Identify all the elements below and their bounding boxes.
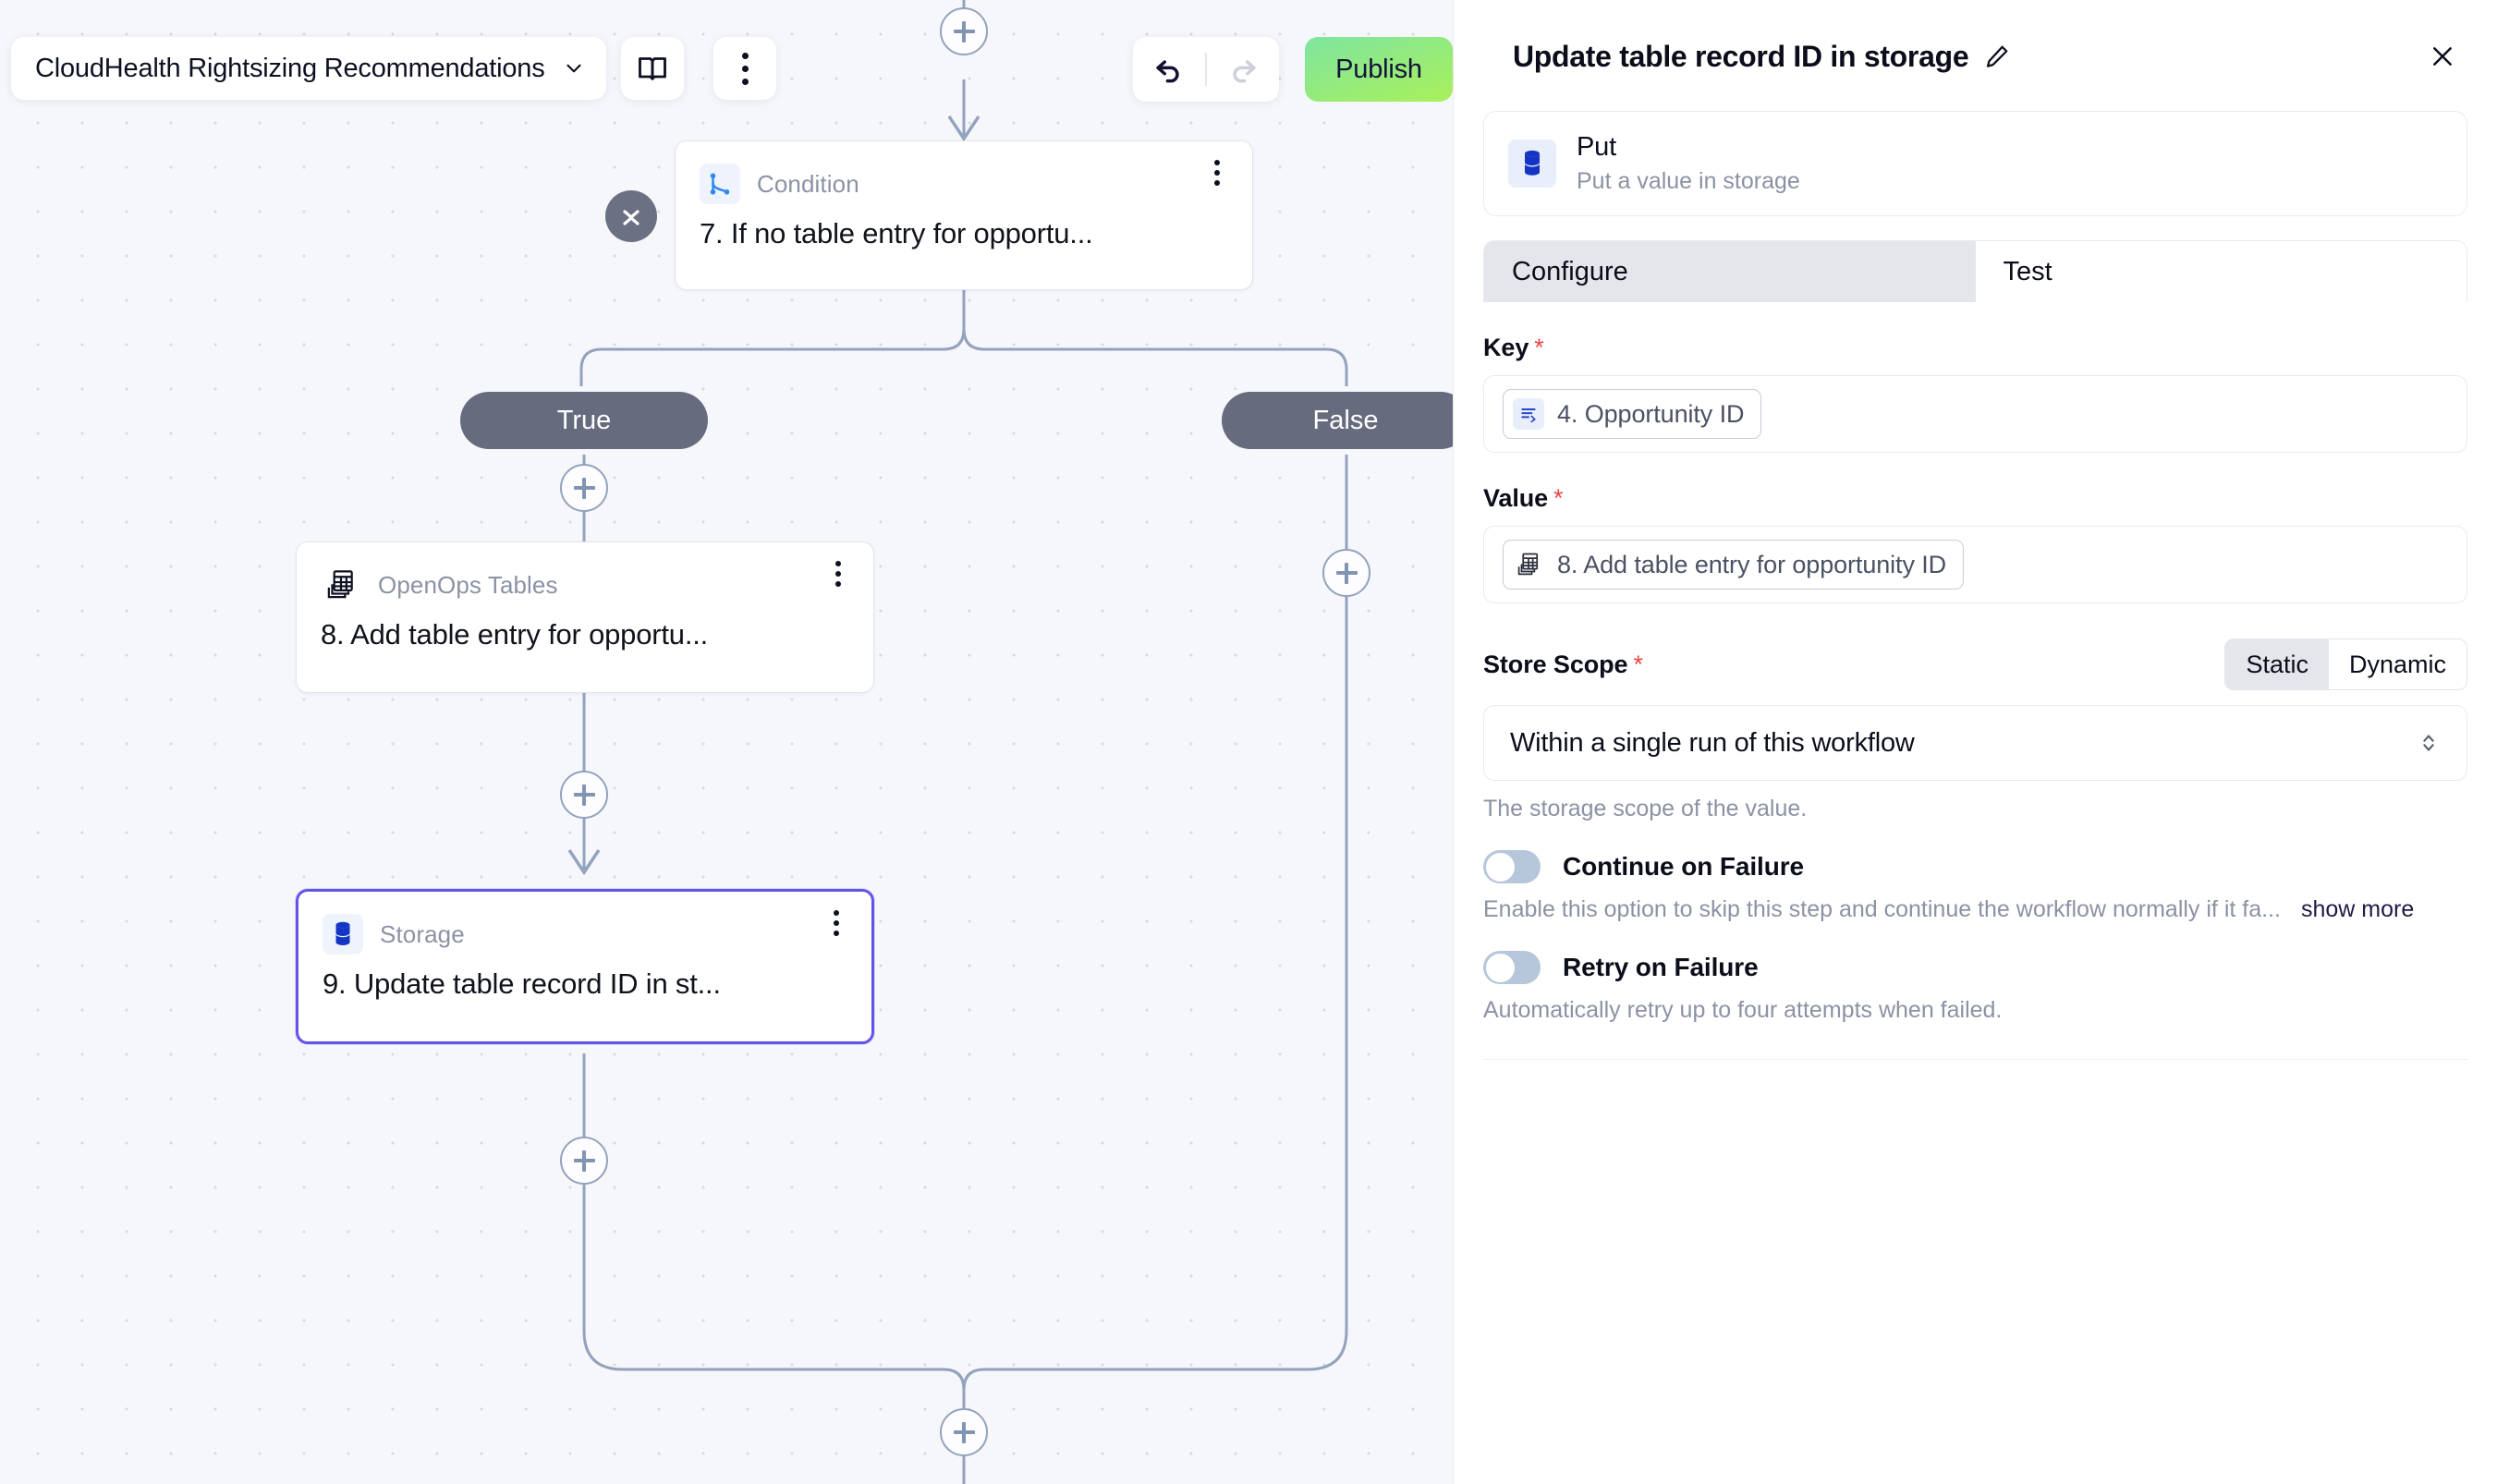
step-settings-panel: Update table record ID in storage [1453, 0, 2497, 1484]
required-asterisk: * [1633, 650, 1643, 678]
node-type-label: Storage [380, 919, 465, 948]
workflow-canvas[interactable]: Condition 7. If no table entry for oppor… [0, 0, 1453, 1484]
book-icon [639, 57, 666, 80]
node-title: 9. Update table record ID in st... [323, 967, 721, 1000]
panel-header: Update table record ID in storage [1483, 0, 2467, 78]
workflow-node-openops-tables[interactable]: OpenOps Tables 8. Add table entry for op… [296, 541, 874, 693]
tab-configure[interactable]: Configure [1484, 241, 1976, 302]
redo-arrow-icon [1233, 60, 1256, 83]
branch-label-true[interactable]: True [460, 392, 708, 449]
database-icon [323, 914, 363, 955]
node-header: Storage [298, 892, 871, 955]
required-asterisk: * [1553, 484, 1564, 512]
continue-on-failure-label: Continue on Failure [1563, 852, 1804, 881]
node-menu-button[interactable] [823, 907, 849, 939]
collapse-chevrons-icon [623, 210, 639, 225]
workflow-selector[interactable]: CloudHealth Rightsizing Recommendations [11, 37, 606, 100]
toolbar-divider [1205, 53, 1207, 86]
action-summary-card[interactable]: Put Put a value in storage [1483, 111, 2467, 216]
collapse-branch-button[interactable] [605, 190, 657, 242]
action-description: Put a value in storage [1577, 168, 1800, 194]
continue-on-failure-desc: Enable this option to skip this step and… [1483, 896, 2281, 922]
panel-section-divider [1483, 1059, 2467, 1060]
key-chip-text: 4. Opportunity ID [1557, 399, 1745, 428]
panel-title: Update table record ID in storage [1513, 39, 1969, 73]
add-step-button-false-1[interactable] [1322, 549, 1370, 597]
publish-button[interactable]: Publish [1305, 37, 1453, 102]
value-input[interactable]: 8. Add table entry for opportunity ID [1483, 526, 2467, 603]
undo-redo-group [1133, 37, 1279, 102]
redo-button[interactable] [1207, 37, 1279, 102]
tab-test[interactable]: Test [1975, 241, 2467, 302]
value-chip-text: 8. Add table entry for opportunity ID [1557, 550, 1947, 578]
chevron-down-icon [566, 64, 581, 73]
retry-on-failure-desc-row: Automatically retry up to four attempts … [1483, 997, 2467, 1024]
chevron-up-down-icon [2417, 729, 2441, 757]
key-chip[interactable]: 4. Opportunity ID [1503, 389, 1762, 439]
tables-icon [1513, 549, 1544, 580]
store-scope-select[interactable]: Within a single run of this workflow [1483, 705, 2467, 781]
node-menu-button[interactable] [1204, 157, 1230, 189]
workflow-node-storage[interactable]: Storage 9. Update table record ID in st.… [296, 889, 874, 1044]
branch-label-false[interactable]: False [1222, 392, 1453, 449]
retry-on-failure-row: Retry on Failure [1483, 951, 2467, 984]
value-chip[interactable]: 8. Add table entry for opportunity ID [1503, 540, 1965, 590]
kebab-menu-icon [741, 52, 749, 85]
node-type-label: Condition [757, 169, 859, 198]
node-header: Condition [676, 141, 1252, 204]
add-step-button-merge[interactable] [940, 1408, 988, 1456]
retry-on-failure-label: Retry on Failure [1563, 953, 1759, 981]
continue-on-failure-row: Continue on Failure [1483, 850, 2467, 883]
store-scope-help: The storage scope of the value. [1483, 796, 1808, 821]
pencil-icon[interactable] [1983, 43, 2011, 70]
key-label-text: Key [1483, 334, 1529, 361]
segment-static[interactable]: Static [2225, 639, 2329, 689]
workflow-edges [567, 0, 1348, 1484]
action-name: Put [1577, 132, 1616, 162]
store-scope-row: Store Scope* Static Dynamic [1483, 639, 2467, 690]
text-lines-icon [1513, 398, 1544, 430]
workflow-node-condition[interactable]: Condition 7. If no table entry for oppor… [675, 140, 1253, 290]
branch-icon [700, 164, 740, 204]
static-dynamic-toggle: Static Dynamic [2224, 639, 2467, 690]
retry-on-failure-toggle[interactable] [1483, 951, 1541, 984]
segment-dynamic[interactable]: Dynamic [2348, 650, 2446, 678]
node-menu-button[interactable] [825, 558, 851, 590]
tables-icon [321, 565, 361, 605]
node-header: OpenOps Tables [297, 542, 873, 605]
database-icon [1508, 140, 1556, 188]
required-asterisk: * [1534, 334, 1544, 361]
undo-button[interactable] [1133, 37, 1205, 102]
node-type-label: OpenOps Tables [378, 570, 558, 599]
close-button[interactable] [2421, 35, 2464, 78]
show-more-link[interactable]: show more [2300, 896, 2415, 922]
branch-true-text: True [556, 405, 612, 435]
toggle-knob [1485, 852, 1515, 882]
store-scope-label: Store Scope* [1483, 651, 1643, 679]
key-field-label: Key* [1483, 334, 2467, 362]
continue-on-failure-desc-row: Enable this option to skip this step and… [1483, 896, 2467, 923]
key-input[interactable]: 4. Opportunity ID [1483, 375, 2467, 453]
add-step-button-top[interactable] [940, 7, 988, 55]
value-label-text: Value [1483, 484, 1549, 512]
undo-arrow-icon [1156, 60, 1179, 83]
node-title: 8. Add table entry for opportu... [321, 618, 709, 651]
docs-button[interactable] [621, 37, 684, 100]
store-scope-label-text: Store Scope [1483, 650, 1628, 678]
toggle-knob [1485, 953, 1515, 982]
workflow-more-button[interactable] [713, 37, 776, 100]
node-title: 7. If no table entry for opportu... [700, 217, 1093, 249]
panel-tabs: Configure Test [1483, 240, 2467, 302]
workflow-name: CloudHealth Rightsizing Recommendations [35, 53, 545, 83]
add-step-button-true-3[interactable] [560, 1137, 608, 1185]
store-scope-value: Within a single run of this workflow [1510, 727, 1915, 758]
close-icon [2433, 47, 2452, 66]
add-step-button-true-2[interactable] [560, 771, 608, 819]
retry-on-failure-desc: Automatically retry up to four attempts … [1483, 997, 2003, 1023]
continue-on-failure-toggle[interactable] [1483, 850, 1541, 883]
branch-false-text: False [1312, 405, 1379, 435]
value-field-label: Value* [1483, 484, 2467, 513]
add-step-button-true-1[interactable] [560, 464, 608, 512]
